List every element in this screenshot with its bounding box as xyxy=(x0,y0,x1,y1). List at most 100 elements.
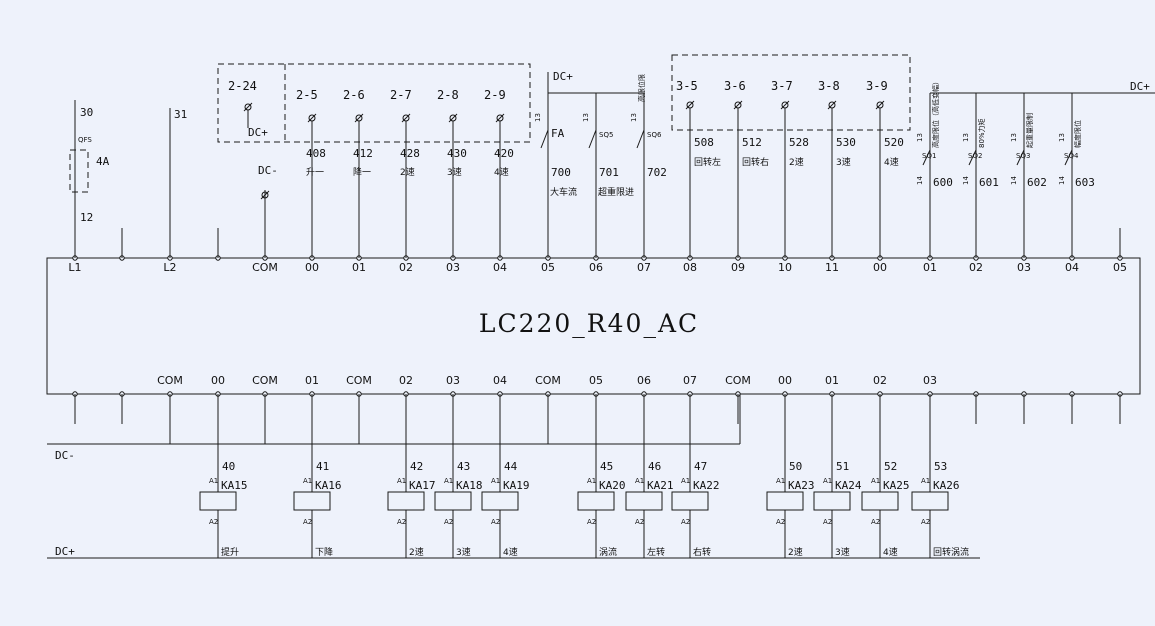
relay-tag: KA17 xyxy=(409,479,436,492)
breaker-box xyxy=(69,149,89,193)
output-terminal-label: 01 xyxy=(305,374,319,387)
input-terminal-label: 08 xyxy=(683,261,697,274)
power-section: 30 12 QFS 4A 31 DC- xyxy=(69,100,278,258)
svg-text:A2: A2 xyxy=(681,518,690,526)
selector-left-box xyxy=(217,63,531,143)
selector-left-wire: 408 xyxy=(306,147,326,160)
switch-tag: SQ3 xyxy=(1016,152,1030,160)
output-terminal-label: 00 xyxy=(778,374,792,387)
switch-num: 13 xyxy=(962,133,970,142)
relay-coil xyxy=(766,491,804,511)
selector-left-pos: 2-5 xyxy=(296,88,318,102)
relay-func: 回转涡流 xyxy=(933,546,969,558)
selector-right-wire: 520 xyxy=(884,136,904,149)
relay-coil xyxy=(577,491,615,511)
relay-coil xyxy=(671,491,709,511)
relay-coil xyxy=(293,491,331,511)
svg-text:A2: A2 xyxy=(397,518,406,526)
relay-tag: KA19 xyxy=(503,479,530,492)
relay-wire: 53 xyxy=(934,460,947,473)
output-terminal-label: COM xyxy=(725,374,751,387)
input-terminal-label: 01 xyxy=(923,261,937,274)
input-terminal-label: L1 xyxy=(68,261,81,274)
output-terminal-label: 02 xyxy=(399,374,413,387)
switch-wire: 602 xyxy=(1027,176,1047,189)
svg-text:A2: A2 xyxy=(587,518,596,526)
relay-wire: 40 xyxy=(222,460,235,473)
selector-right-func: 回转右 xyxy=(742,156,769,168)
selector-left-wire: 430 xyxy=(447,147,467,160)
selector-right-pos: 3-8 xyxy=(818,79,840,93)
selector-contact xyxy=(261,191,269,199)
input-terminal-label: 04 xyxy=(493,261,507,274)
relay-coil xyxy=(199,491,237,511)
output-terminal-label: COM xyxy=(346,374,372,387)
input-terminal-label: 01 xyxy=(352,261,366,274)
relay-wire: 50 xyxy=(789,460,802,473)
selector-right-func: 2速 xyxy=(789,157,804,168)
relay-tag: KA21 xyxy=(647,479,674,492)
input-terminal-label: 09 xyxy=(731,261,745,274)
input-terminal-label: 02 xyxy=(969,261,983,274)
selector-left-func: 降一 xyxy=(353,166,371,178)
switch-tag: SQ6 xyxy=(647,131,662,139)
switch-tag: SQ5 xyxy=(599,131,613,139)
selector-left-common: 2-24 xyxy=(228,79,257,93)
output-terminal-label: 00 xyxy=(211,374,225,387)
switch-num: 13 xyxy=(1058,133,1066,142)
selector-right-wire: 530 xyxy=(836,136,856,149)
selector-left-func: 4速 xyxy=(494,167,509,178)
relay-func: 4速 xyxy=(883,547,898,558)
relay-wire: 47 xyxy=(694,460,707,473)
selector-left-pos: 2-6 xyxy=(343,88,365,102)
svg-text:A1: A1 xyxy=(303,477,312,485)
output-terminal-label: 05 xyxy=(589,374,603,387)
output-terminal-label: 02 xyxy=(873,374,887,387)
relay-wire: 43 xyxy=(457,460,470,473)
relay-func: 左转 xyxy=(647,546,665,558)
com-dc-minus-label: DC- xyxy=(258,164,278,177)
switch-num: 13 xyxy=(534,113,542,122)
relay-tag: KA22 xyxy=(693,479,720,492)
output-terminal-label: COM xyxy=(535,374,561,387)
svg-text:A1: A1 xyxy=(444,477,453,485)
switch-wire: 600 xyxy=(933,176,953,189)
plc-model: LC220_R40_AC xyxy=(479,309,699,338)
switch-tag: SQ4 xyxy=(1064,152,1079,160)
wire-30: 30 xyxy=(80,106,93,119)
switch-num: 13 xyxy=(1010,133,1018,142)
relay-func: 3速 xyxy=(456,547,471,558)
switch-func: 超重限进 xyxy=(598,186,634,198)
output-terminal-label: 06 xyxy=(637,374,651,387)
output-terminal-label: 03 xyxy=(923,374,937,387)
output-wiring xyxy=(169,394,741,444)
relay-section: 40KA15A1A2提升41KA16A1A2下降42KA17A1A22速43KA… xyxy=(199,424,969,558)
svg-text:A2: A2 xyxy=(776,518,785,526)
selector-left-wire: 428 xyxy=(400,147,420,160)
switch-num: 13 xyxy=(916,133,924,142)
svg-text:A2: A2 xyxy=(444,518,453,526)
breaker-rating: 4A xyxy=(96,155,110,168)
relay-func: 4速 xyxy=(503,547,518,558)
relay-wire: 42 xyxy=(410,460,423,473)
svg-text:A2: A2 xyxy=(635,518,644,526)
relay-coil xyxy=(813,491,851,511)
input-terminal-label: 04 xyxy=(1065,261,1079,274)
input-terminal-label: 10 xyxy=(778,261,792,274)
right-dcplus: DC+ xyxy=(1130,80,1150,93)
selector-right-wire: 528 xyxy=(789,136,809,149)
switch-num: 14 xyxy=(1010,176,1018,185)
switch-wire: 702 xyxy=(647,166,667,179)
switch-func: 大车流 xyxy=(550,186,577,198)
svg-text:A1: A1 xyxy=(209,477,218,485)
selector-right-pos: 3-6 xyxy=(724,79,746,93)
relay-func: 涡流 xyxy=(599,546,617,558)
switch-num: 13 xyxy=(630,113,638,122)
relay-func: 2速 xyxy=(409,547,424,558)
svg-text:A2: A2 xyxy=(921,518,930,526)
svg-text:A1: A1 xyxy=(397,477,406,485)
relay-wire: 52 xyxy=(884,460,897,473)
